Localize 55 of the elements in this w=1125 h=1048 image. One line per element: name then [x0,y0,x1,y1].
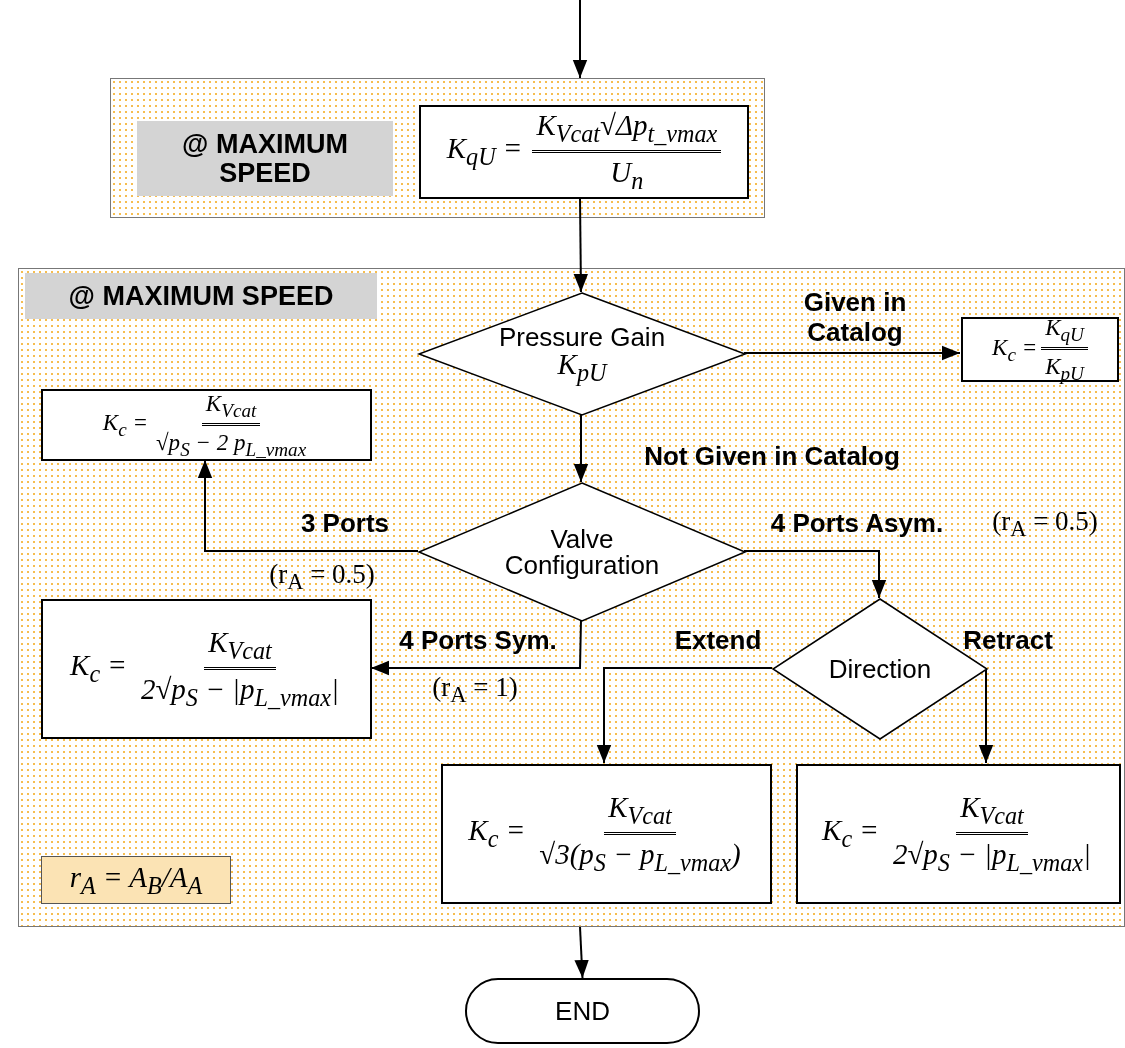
formula-numerator: K$_{Vcat}$√Δp$_{t_vmax}$ [532,110,722,153]
note-box [41,856,231,904]
arrow [572,0,588,79]
formula-denominator: √3(p$_{S}$ − p$_{L_vmax}$) [538,836,742,876]
decision-text: Direction [828,656,932,682]
formula-lhs: K$_{c}$ = [468,815,526,853]
decision-text: Pressure Gain [498,323,666,350]
edge-label: Not Given in Catalog [643,442,901,472]
formula-lhs: K$_{qU}$ = [446,133,523,171]
formula-text: r$_{A}$ = A$_{B}$/A$_{A}$ [69,860,203,900]
formula-numerator: K$_{Vcat}$ [604,792,676,835]
formula-lhs: K$_{c}$ = [992,334,1038,365]
formula-denominator: U$_{n}$ [609,154,645,194]
formula-lhs: K$_{c}$ = [70,650,127,688]
formula-box [961,317,1119,382]
edge-label: 4 Ports Sym. [398,626,558,656]
arrow [596,667,773,764]
arrow [370,619,582,676]
formula-numerator: K$_{Vcat}$ [201,390,261,426]
terminator-text: END [555,995,610,1027]
formula-box [41,389,372,461]
section-panel [110,78,765,218]
arrow [197,459,419,552]
formula-denominator: 2√p$_{S}$ − |p$_{L_vmax}$| [891,836,1092,876]
section-heading: @ MAXIMUM SPEED [137,121,393,196]
formula-numerator: K$_{qU}$ [1041,315,1088,350]
ratio-note: (r$_{A}$ = 1) [432,671,518,709]
formula-box [441,764,772,904]
decision-text: Valve Configuration [503,526,661,578]
arrow [573,413,589,483]
section-panel [18,268,1125,927]
edge-label: Extend [673,626,763,656]
edge-label: 4 Ports Asym. [769,509,945,539]
section-heading: @ MAXIMUM SPEED [25,273,377,319]
arrow [743,345,961,361]
edge-label: Given in Catalog [802,288,908,348]
formula-box [419,105,749,199]
edge-label: 3 Ports [299,509,391,539]
arrow [573,197,588,293]
arrow [743,550,887,599]
formula-numerator: K$_{Vcat}$ [204,627,276,670]
ratio-note: (r$_{A}$ = 0.5) [269,558,375,596]
formula-denominator: K$_{pU}$ [1044,353,1086,384]
formula-box [41,599,372,739]
formula-lhs: K$_{c}$ = [822,815,879,853]
arrow [574,926,589,979]
formula-lhs: K$_{c}$ = [102,410,148,440]
edge-label: Retract [962,626,1054,656]
arrow [978,667,994,764]
formula-denominator: √p$_{S}$ − 2 p$_{L_vmax}$ [155,428,308,460]
formula-denominator: 2√p$_{S}$ − |p$_{L_vmax}$| [139,671,340,711]
formula-text: K$_{pU}$ [557,349,607,385]
formula-numerator: K$_{Vcat}$ [956,792,1028,835]
ratio-note: (r$_{A}$ = 0.5) [992,505,1098,543]
formula-box [796,764,1121,904]
